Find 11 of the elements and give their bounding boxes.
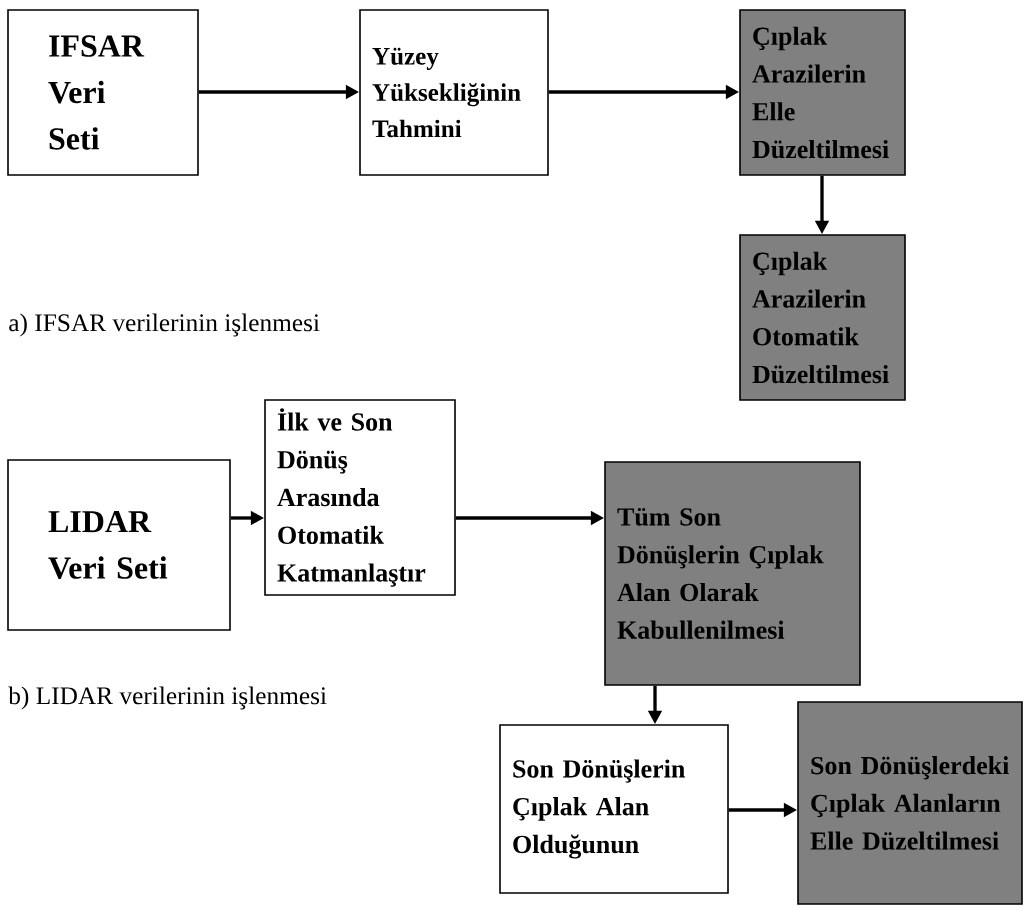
process-box: LIDAR Veri Seti <box>7 459 231 631</box>
caption: a) IFSAR verilerinin işlenmesi <box>9 313 320 337</box>
process-box: İlk ve Son Dönüş Arasında Otomatik Katmanlaştır <box>264 399 456 596</box>
process-box: Çıplak Arazilerin Elle Düzeltilmesi <box>739 9 906 176</box>
process-box: IFSAR Veri Seti <box>7 9 199 176</box>
process-box: Son Dönüşlerin Çıplak Alan Olduğunun <box>499 724 729 894</box>
process-box: Tüm Son Dönüşlerin Çıplak Alan Olarak Kabullenilmesi <box>604 461 861 686</box>
caption: b) LIDAR verilerinin işlenmesi <box>8 686 327 710</box>
process-box: Yüzey Yüksekliğinin Tahmini <box>359 9 549 176</box>
process-box: Çıplak Arazilerin Otomatik Düzeltilmesi <box>739 234 906 401</box>
process-box: Son Dönüşlerdeki Çıplak Alanların Elle Düzeltilmesi <box>797 701 1023 905</box>
